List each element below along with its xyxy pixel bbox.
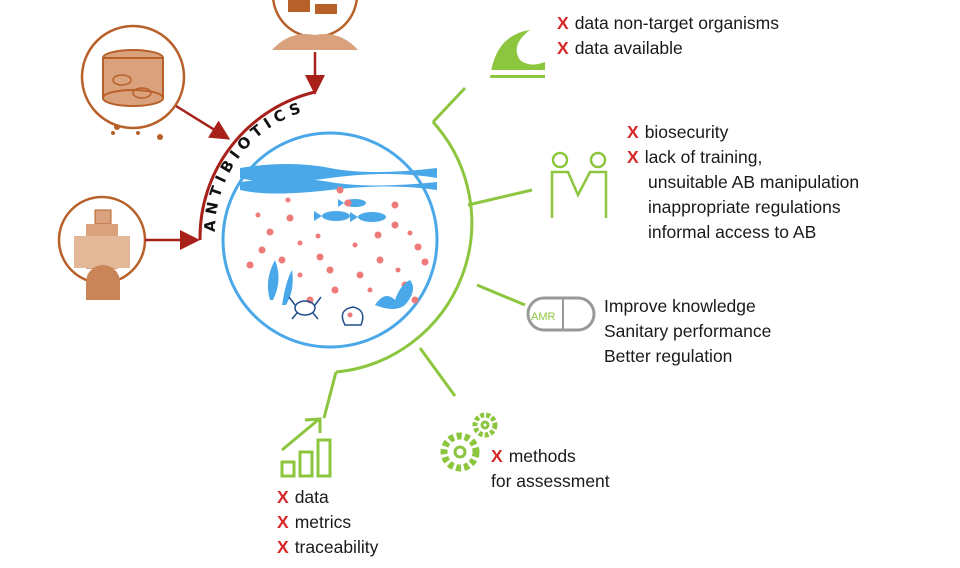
pill-icon: AMR <box>526 296 596 332</box>
crab-icon <box>288 296 322 320</box>
particle-dot <box>315 233 321 239</box>
wave-icon <box>488 30 546 78</box>
particle-dot <box>255 212 261 218</box>
particle-dot <box>297 272 303 278</box>
livestock-icon <box>272 0 358 50</box>
particle-dot <box>285 197 291 203</box>
handshake-icon <box>550 151 608 218</box>
particle-dot <box>376 256 384 264</box>
growth-chart-icon <box>280 417 332 478</box>
particle-dot <box>374 231 382 239</box>
particle-dot <box>367 287 373 293</box>
particle-dot <box>421 258 429 266</box>
antibiotic-particles <box>246 186 429 318</box>
particle-dot <box>391 221 399 229</box>
aquaculture-cage-icon <box>80 24 186 140</box>
particle-dot <box>391 201 399 209</box>
particle-dot <box>316 253 324 261</box>
particle-dot <box>326 266 334 274</box>
coral-icon <box>375 280 414 309</box>
shell-icon <box>341 306 364 326</box>
particle-dot <box>407 230 413 236</box>
particle-dot <box>395 267 401 273</box>
particle-dot <box>352 242 358 248</box>
particle-dot <box>297 240 303 246</box>
particle-dot <box>286 214 294 222</box>
particle-dot <box>266 228 274 236</box>
source-arrows <box>145 52 325 250</box>
particle-dot <box>356 271 364 279</box>
particle-dot <box>331 286 339 294</box>
particle-dot <box>258 246 266 254</box>
outcome-bracket <box>322 86 533 419</box>
ocean-circle <box>221 131 439 349</box>
amr-label: AMR <box>531 311 556 323</box>
particle-dot <box>336 186 344 194</box>
hospital-icon <box>57 195 147 300</box>
seaweed-icon <box>267 260 293 305</box>
gears-icon <box>440 412 498 472</box>
particle-dot <box>347 312 353 318</box>
amr-list: Improve knowledge Sanitary performance B… <box>604 296 772 366</box>
particle-dot <box>246 261 254 269</box>
particle-dot <box>344 199 352 207</box>
particle-dot <box>414 243 422 251</box>
particle-dot <box>411 296 419 304</box>
particle-dot <box>278 256 286 264</box>
